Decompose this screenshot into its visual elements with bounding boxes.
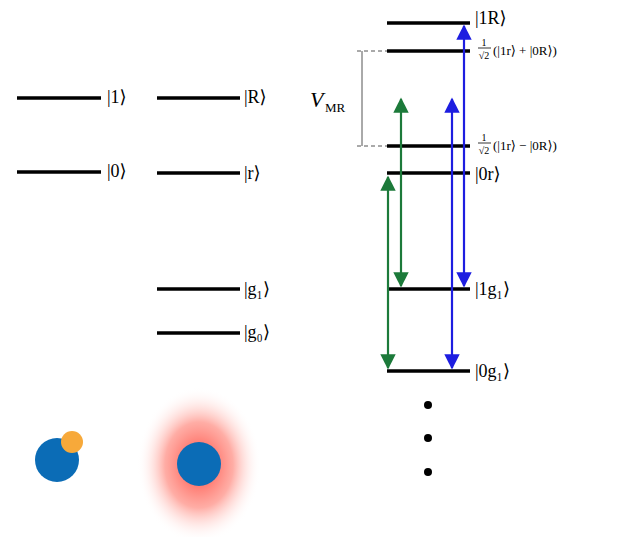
atom-illustrations [35, 387, 261, 537]
state-label: |1⟩ [107, 88, 127, 108]
state-label: |0g₁⟩ [475, 362, 510, 382]
superposition-label: (|1r⟩ − |0R⟩) [493, 139, 557, 153]
vmr-bracket [357, 51, 387, 146]
fraction-numerator: 1 [482, 37, 487, 48]
state-label: |0r⟩ [475, 165, 501, 185]
fraction-numerator: 1 [482, 132, 487, 143]
fraction-denominator: √2 [479, 145, 490, 156]
fraction-denominator: √2 [479, 50, 490, 61]
state-label: |R⟩ [244, 88, 267, 108]
state-label: |1g₁⟩ [475, 280, 510, 300]
coupling-subscript: MR [325, 101, 345, 115]
state-label: |0⟩ [107, 162, 127, 182]
state-label: |1R⟩ [475, 9, 507, 29]
fraction-bars [478, 48, 491, 143]
state-label: |g₁⟩ [244, 280, 270, 300]
state-label: |r⟩ [244, 164, 261, 184]
superposition-label: (|1r⟩ + |0R⟩) [493, 44, 557, 58]
ellipsis-dots [424, 401, 432, 476]
state-label: |g₀⟩ [244, 323, 270, 343]
transition-arrows [388, 26, 464, 368]
energy-levels [17, 23, 470, 371]
coupling-symbol: V [310, 88, 323, 112]
